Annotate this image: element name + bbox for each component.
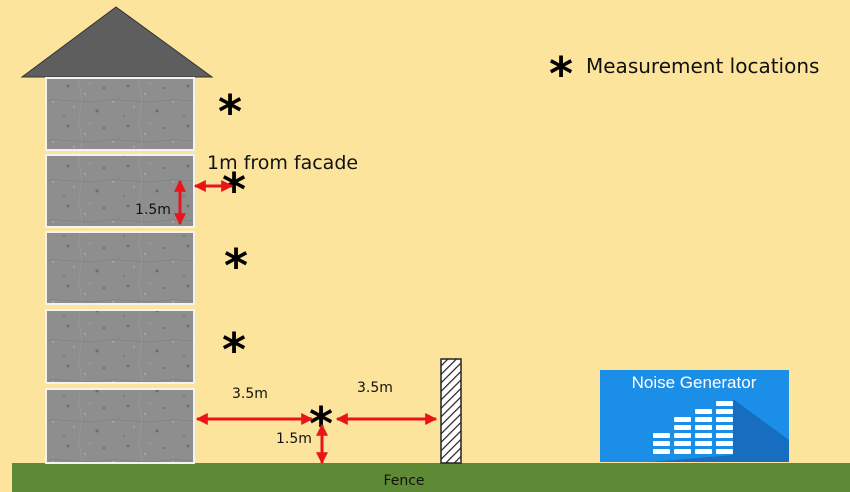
fence-label: Fence <box>383 473 424 489</box>
fence <box>440 358 462 464</box>
floor-5 <box>45 77 195 151</box>
noise-generator: Noise Generator <box>600 370 789 462</box>
measurement-point-floor-3: * <box>224 239 248 293</box>
building-to-point-label: 3.5m <box>232 386 268 402</box>
facade-distance-label: 1m from facade <box>207 152 358 174</box>
ground <box>12 463 850 492</box>
legend-label: Measurement locations <box>586 54 819 78</box>
floor-height-label: 1.5m <box>135 202 171 218</box>
building <box>20 6 214 464</box>
point-to-fence-label: 3.5m <box>357 380 393 396</box>
floor-1 <box>45 388 195 464</box>
equalizer-icon <box>653 401 733 454</box>
noise-generator-title: Noise Generator <box>632 373 757 392</box>
legend-star: * <box>549 47 573 101</box>
ground-point-height-label: 1.5m <box>276 431 312 447</box>
noise-generator-shadow <box>650 399 789 462</box>
floor-2 <box>45 309 195 384</box>
measurement-point-floor-2: * <box>222 323 246 377</box>
floor-3 <box>45 231 195 305</box>
floor-4 <box>45 154 195 228</box>
roof <box>20 6 214 78</box>
measurement-point-floor-5: * <box>218 85 242 139</box>
